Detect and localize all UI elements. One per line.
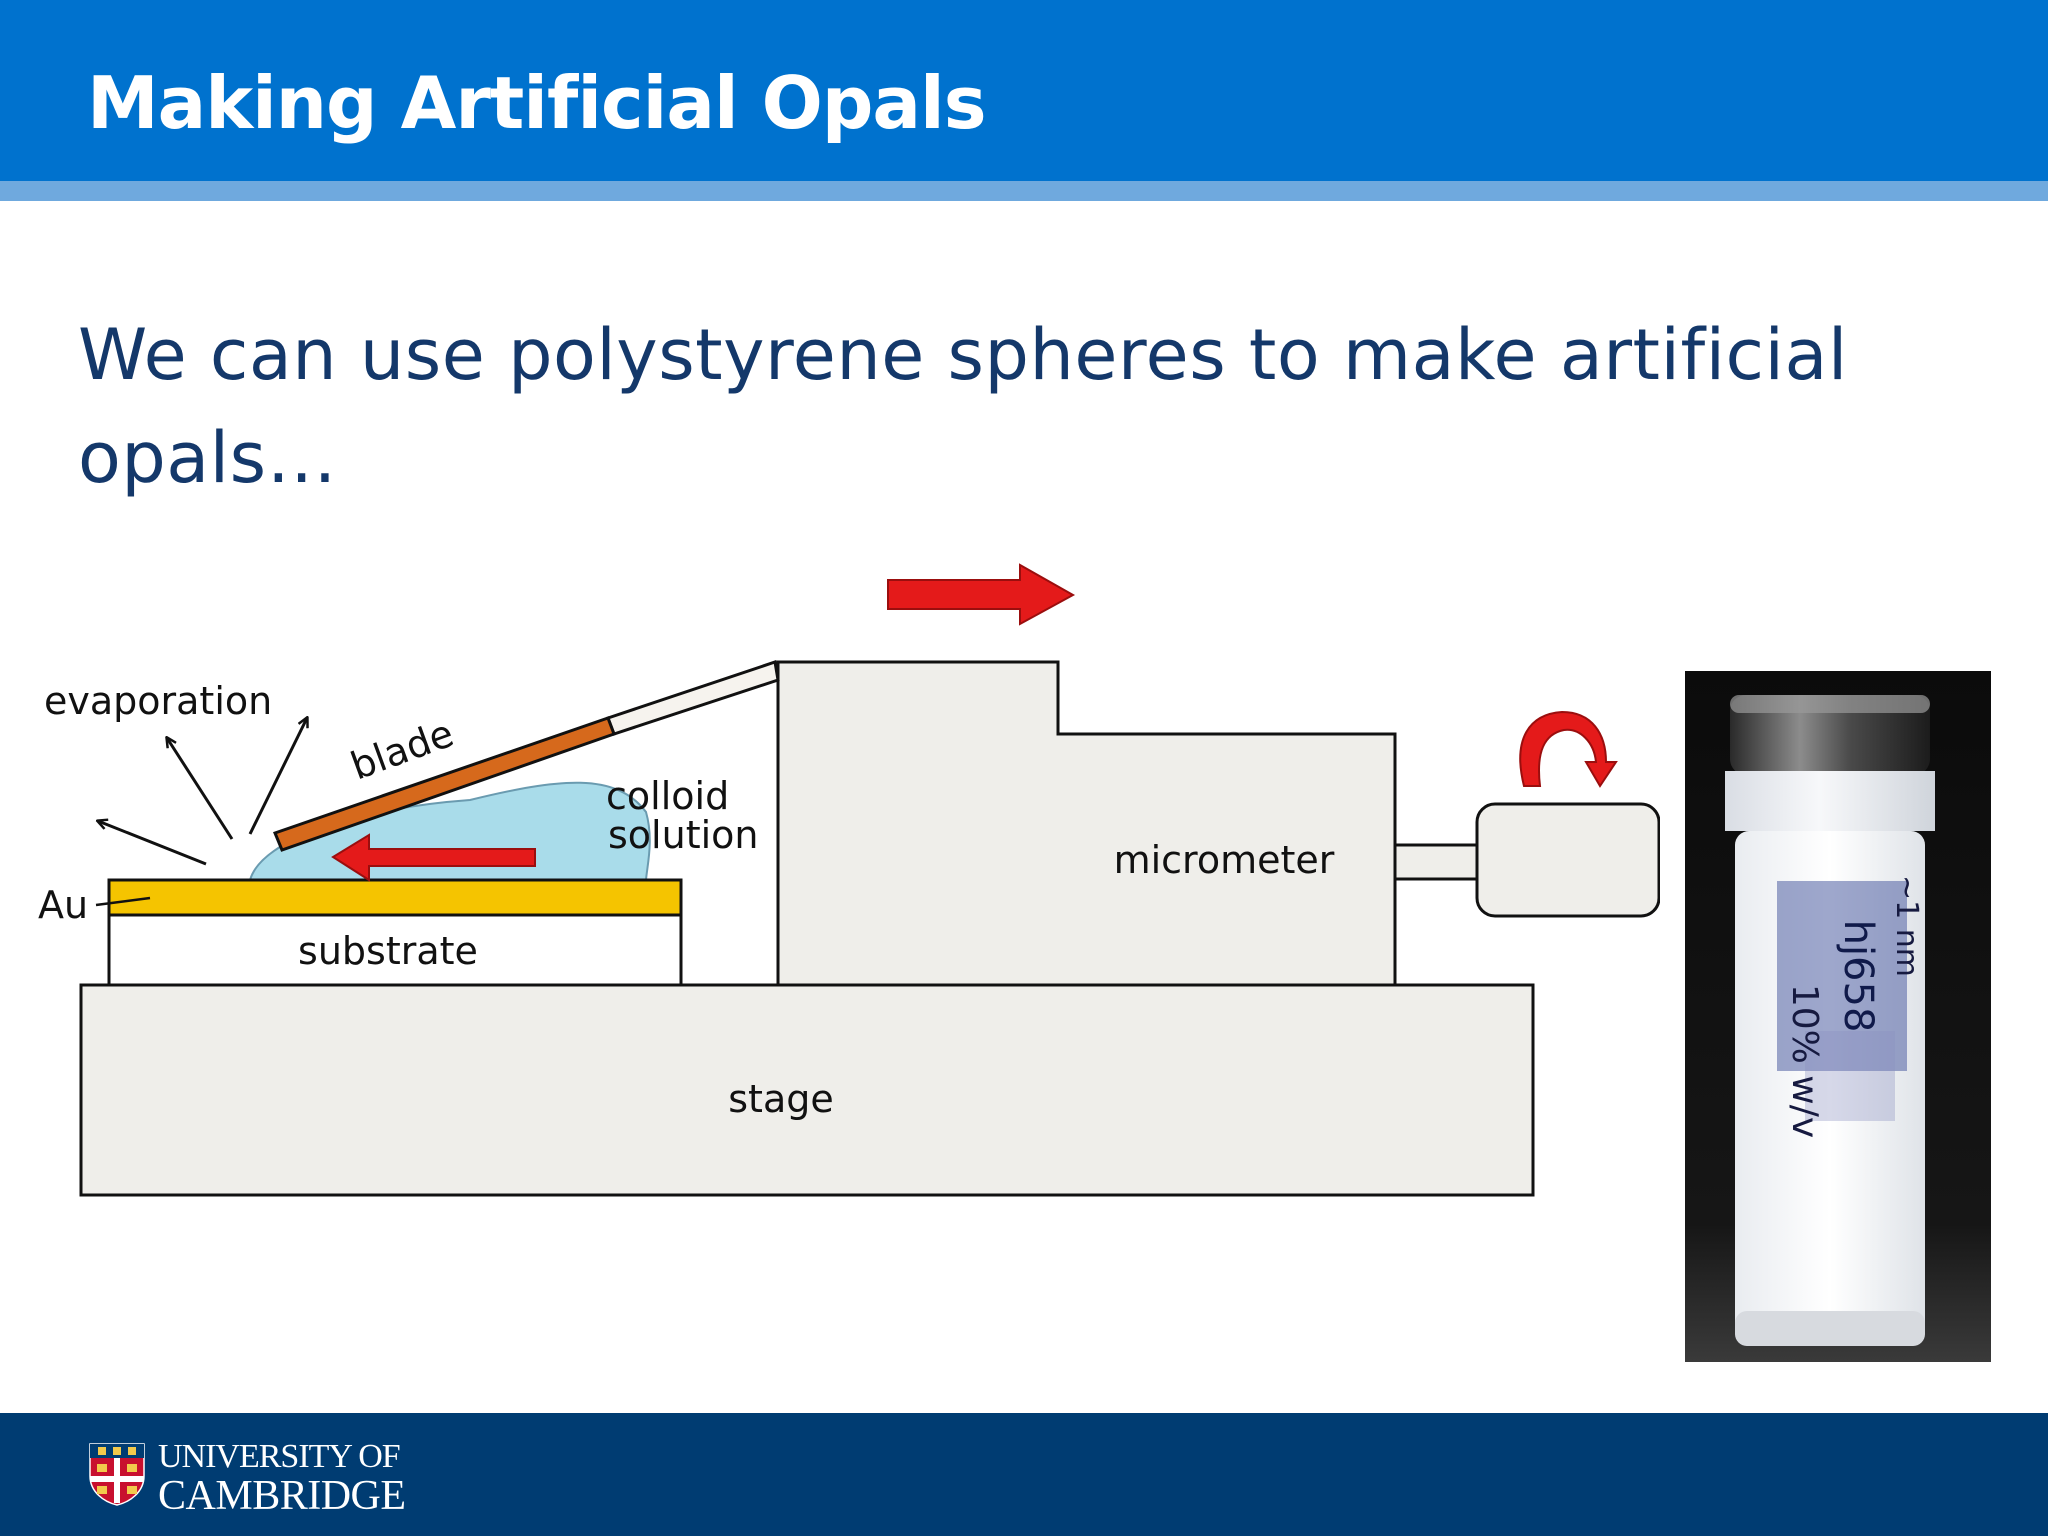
university-name-line1: UNIVERSITY OF — [158, 1438, 401, 1475]
label-au: Au — [38, 883, 88, 927]
vial-cap — [1730, 695, 1930, 775]
university-crest-icon — [89, 1443, 145, 1506]
evaporation-arrow-right — [248, 718, 307, 835]
au-pointer-line — [95, 896, 151, 907]
vial-label-concentration: 10% w/v — [1784, 984, 1825, 1138]
blade-holder — [606, 660, 780, 736]
label-evaporation: evaporation — [44, 679, 272, 723]
blade-coating-diagram: evaporation blade colloid solution Au su… — [38, 563, 1660, 1197]
university-name-line2: CAMBRIDGE — [158, 1473, 406, 1519]
vial-label-side: ~1 nm — [1889, 875, 1924, 977]
label-substrate: substrate — [298, 929, 478, 973]
footer-bar — [0, 1413, 2048, 1536]
micrometer-rod — [1393, 843, 1479, 881]
label-micrometer: micrometer — [1114, 838, 1335, 882]
motion-arrow-left — [331, 833, 536, 882]
micrometer-body — [776, 660, 1397, 987]
slide-title: Making Artificial Opals — [87, 61, 987, 145]
evaporation-arrow-left — [98, 821, 207, 866]
rotation-arrow — [1519, 710, 1618, 788]
gold-layer — [107, 878, 683, 917]
label-stage: stage — [728, 1077, 833, 1121]
vial-neck — [1725, 771, 1935, 831]
stage-block — [79, 983, 1535, 1197]
micrometer-knob — [1475, 802, 1660, 918]
label-colloid-line1: colloid — [606, 774, 729, 818]
slide-lead-text: We can use polystyrene spheres to make a… — [78, 314, 1848, 499]
blade — [273, 716, 616, 852]
title-bar — [0, 0, 2048, 181]
motion-arrow-right — [887, 563, 1076, 626]
vial-label-code: hj658 — [1835, 920, 1881, 1033]
title-bar-stripe — [0, 181, 2048, 201]
vial-label — [1777, 881, 1907, 1071]
evaporation-arrow-middle — [167, 738, 234, 840]
label-colloid-line2: solution — [608, 813, 758, 857]
colloid-vial-photo: hj658 10% w/v ~1 nm — [1685, 671, 1991, 1362]
